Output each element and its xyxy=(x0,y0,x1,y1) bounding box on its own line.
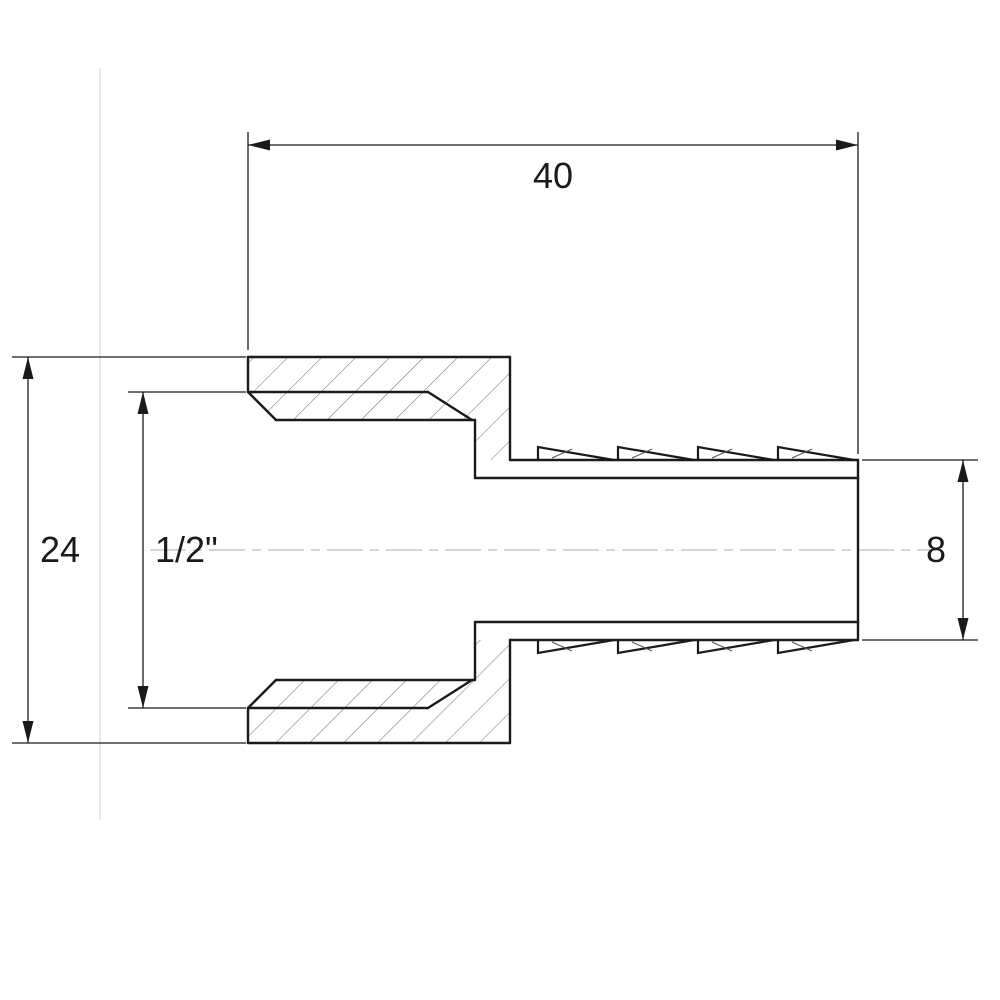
barb-tooth xyxy=(696,638,775,655)
dimension-length xyxy=(247,132,859,454)
thread-runout-top xyxy=(426,390,474,422)
hatch-top-wall xyxy=(248,357,510,460)
thread-runout-bottom xyxy=(426,678,474,710)
barb-tooth xyxy=(776,638,855,655)
arrowhead-left xyxy=(248,139,270,151)
barb-teeth xyxy=(536,445,855,655)
arrowhead-right xyxy=(836,139,858,151)
arrowhead-down xyxy=(957,618,969,640)
arrowhead-down xyxy=(22,721,34,743)
part-outline xyxy=(246,355,860,745)
barb-tooth xyxy=(616,445,695,462)
barb-tooth xyxy=(536,638,615,655)
section-hatch xyxy=(248,357,510,743)
dimension-thread xyxy=(128,391,246,709)
barb-tooth xyxy=(696,445,775,462)
hatch-bottom-wall xyxy=(248,640,510,743)
dimension-barb xyxy=(862,459,978,641)
dim-barb-label: 8 xyxy=(926,529,946,570)
dim-across-label: 24 xyxy=(40,529,80,570)
arrowhead-up xyxy=(137,392,149,414)
barb-tooth xyxy=(776,445,855,462)
barb-teeth-hatch xyxy=(551,448,813,652)
chamfer-bottom xyxy=(246,678,278,710)
dimension-across xyxy=(12,356,246,744)
arrowhead-up xyxy=(957,460,969,482)
barb-tooth xyxy=(536,445,615,462)
dim-length-label: 40 xyxy=(533,155,573,196)
arrowhead-down xyxy=(137,686,149,708)
chamfer-top xyxy=(246,390,278,422)
arrowhead-up xyxy=(22,357,34,379)
dim-thread-label: 1/2" xyxy=(155,529,218,570)
barb-tooth xyxy=(616,638,695,655)
